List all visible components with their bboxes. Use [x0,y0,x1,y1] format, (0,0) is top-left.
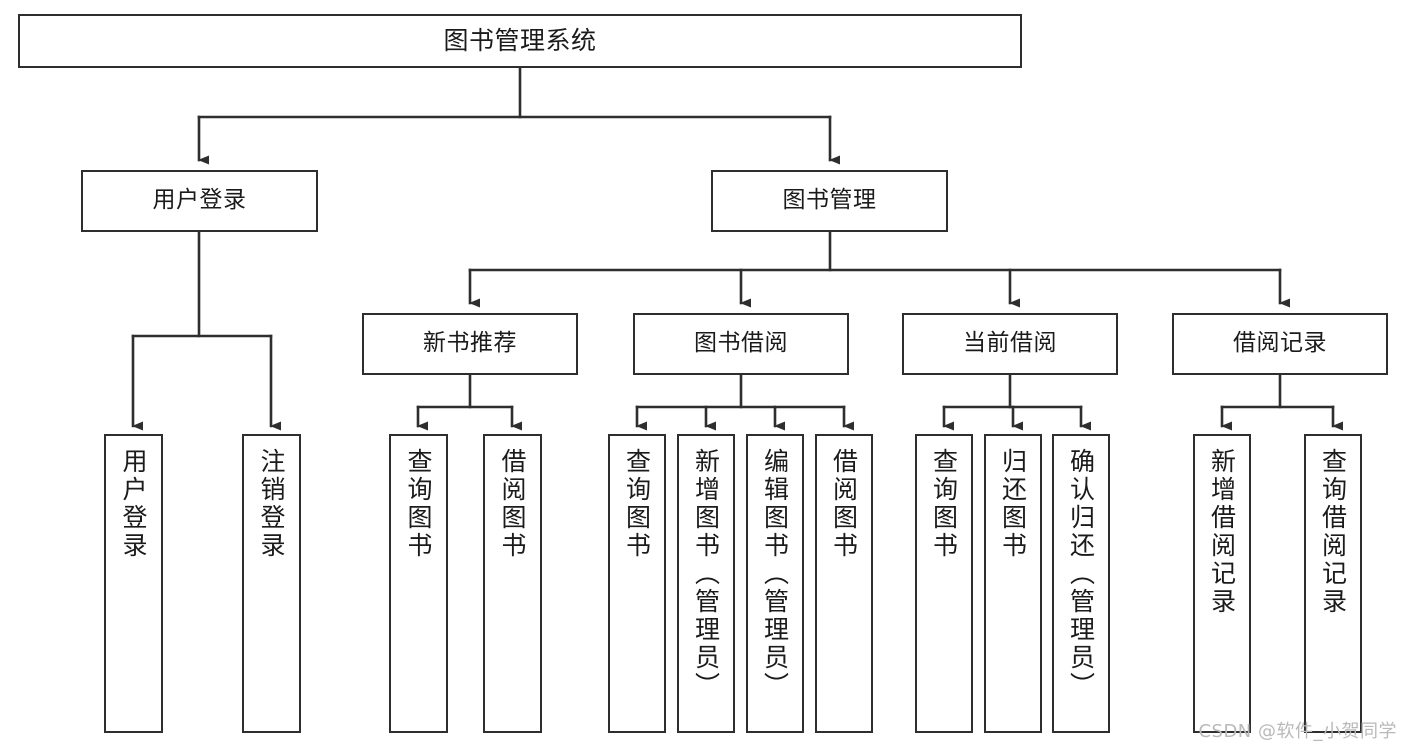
node-label: 用户登录 [119,448,148,560]
node-leaf-borrow-book-1[interactable]: 借阅图书 [483,434,542,733]
node-label: 借阅图书 [829,448,859,560]
node-label: 借阅图书 [498,448,527,560]
node-label: 图书管理系统 [443,26,597,56]
node-new-book-recommend[interactable]: 新书推荐 [362,313,578,375]
node-current-borrow[interactable]: 当前借阅 [902,313,1118,375]
node-leaf-add-book[interactable]: 新增图书（管理员） [677,434,735,733]
node-label: 图书借阅 [694,330,788,357]
node-label: 编辑图书（管理员） [760,448,790,700]
node-root-book-management-system[interactable]: 图书管理系统 [18,14,1022,68]
node-book-manage[interactable]: 图书管理 [711,170,948,232]
node-label: 查询图书 [622,448,652,560]
node-book-borrow[interactable]: 图书借阅 [633,313,849,375]
node-label: 新增借阅记录 [1207,448,1237,616]
node-label: 确认归还（管理员） [1066,448,1096,700]
node-label: 查询图书 [929,448,959,560]
node-leaf-query-book-2[interactable]: 查询图书 [608,434,666,733]
node-label: 图书管理 [782,187,877,214]
node-label: 当前借阅 [963,330,1057,357]
node-leaf-edit-book[interactable]: 编辑图书（管理员） [746,434,804,733]
node-leaf-borrow-book-2[interactable]: 借阅图书 [815,434,873,733]
node-label: 新增图书（管理员） [691,448,721,700]
node-user-login[interactable]: 用户登录 [81,170,318,232]
node-leaf-query-book-1[interactable]: 查询图书 [389,434,448,733]
node-leaf-add-record[interactable]: 新增借阅记录 [1193,434,1251,733]
node-label: 新书推荐 [423,330,517,357]
node-leaf-query-book-3[interactable]: 查询图书 [915,434,973,733]
node-leaf-confirm-return[interactable]: 确认归还（管理员） [1052,434,1110,733]
node-label: 归还图书 [998,448,1028,560]
node-leaf-query-record[interactable]: 查询借阅记录 [1304,434,1362,733]
node-label: 借阅记录 [1233,330,1327,357]
node-leaf-logout-login[interactable]: 注销登录 [242,434,301,733]
node-leaf-return-book[interactable]: 归还图书 [984,434,1042,733]
node-label: 查询借阅记录 [1318,448,1348,616]
node-label: 注销登录 [257,448,286,560]
node-label: 查询图书 [404,448,433,560]
node-borrow-record[interactable]: 借阅记录 [1172,313,1388,375]
node-label: 用户登录 [152,187,247,214]
node-leaf-user-login[interactable]: 用户登录 [104,434,163,733]
